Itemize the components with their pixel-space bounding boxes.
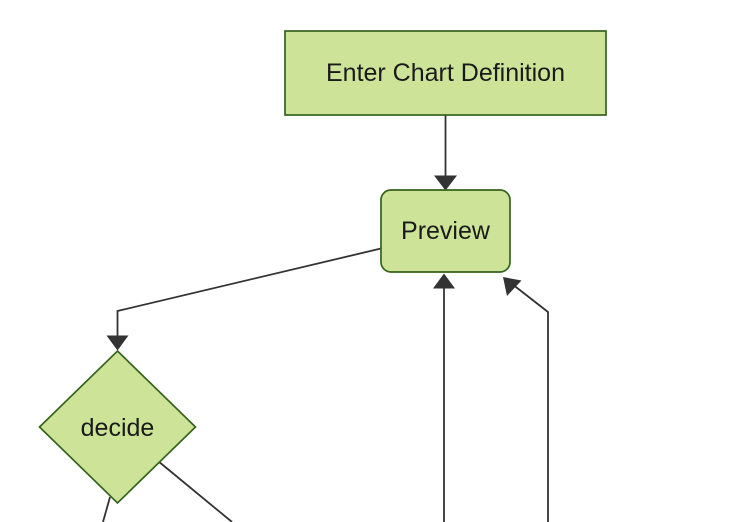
edge-decide-to-offscreen-bottom-left-line <box>102 496 111 522</box>
node-enter-chart-definition-shape <box>284 30 607 116</box>
node-decide-label: decide <box>81 414 155 442</box>
edge-decide-to-offscreen-bottom-right <box>157 460 233 522</box>
edge-preview-to-decide <box>106 247 382 351</box>
edge-decide-to-offscreen-bottom-left <box>102 496 111 522</box>
node-preview: Preview <box>380 189 511 273</box>
node-enter-chart-definition: Enter Chart Definition <box>284 30 607 116</box>
edge-offscreen-bottom-right-to-preview-line <box>513 284 549 522</box>
edge-preview-to-decide-arrowhead <box>106 335 129 351</box>
node-preview-shape <box>380 189 511 273</box>
edge-offscreen-bottom-right-to-preview <box>503 277 549 522</box>
edge-preview-to-decide-line <box>116 247 382 337</box>
edge-offscreen-bottom-center-to-preview-arrowhead <box>433 273 455 289</box>
node-decide: decide <box>38 349 197 505</box>
node-preview-label: Preview <box>401 217 491 245</box>
edge-offscreen-bottom-center-to-preview <box>433 273 455 522</box>
edge-decide-to-offscreen-bottom-right-line <box>157 460 233 522</box>
edge-enter-chart-definition-to-preview-arrowhead <box>434 175 457 191</box>
node-enter-chart-definition-label: Enter Chart Definition <box>326 59 565 87</box>
edge-enter-chart-definition-to-preview <box>434 115 457 191</box>
node-decide-shape <box>38 349 197 505</box>
edge-offscreen-bottom-right-to-preview-arrowhead <box>503 277 522 296</box>
